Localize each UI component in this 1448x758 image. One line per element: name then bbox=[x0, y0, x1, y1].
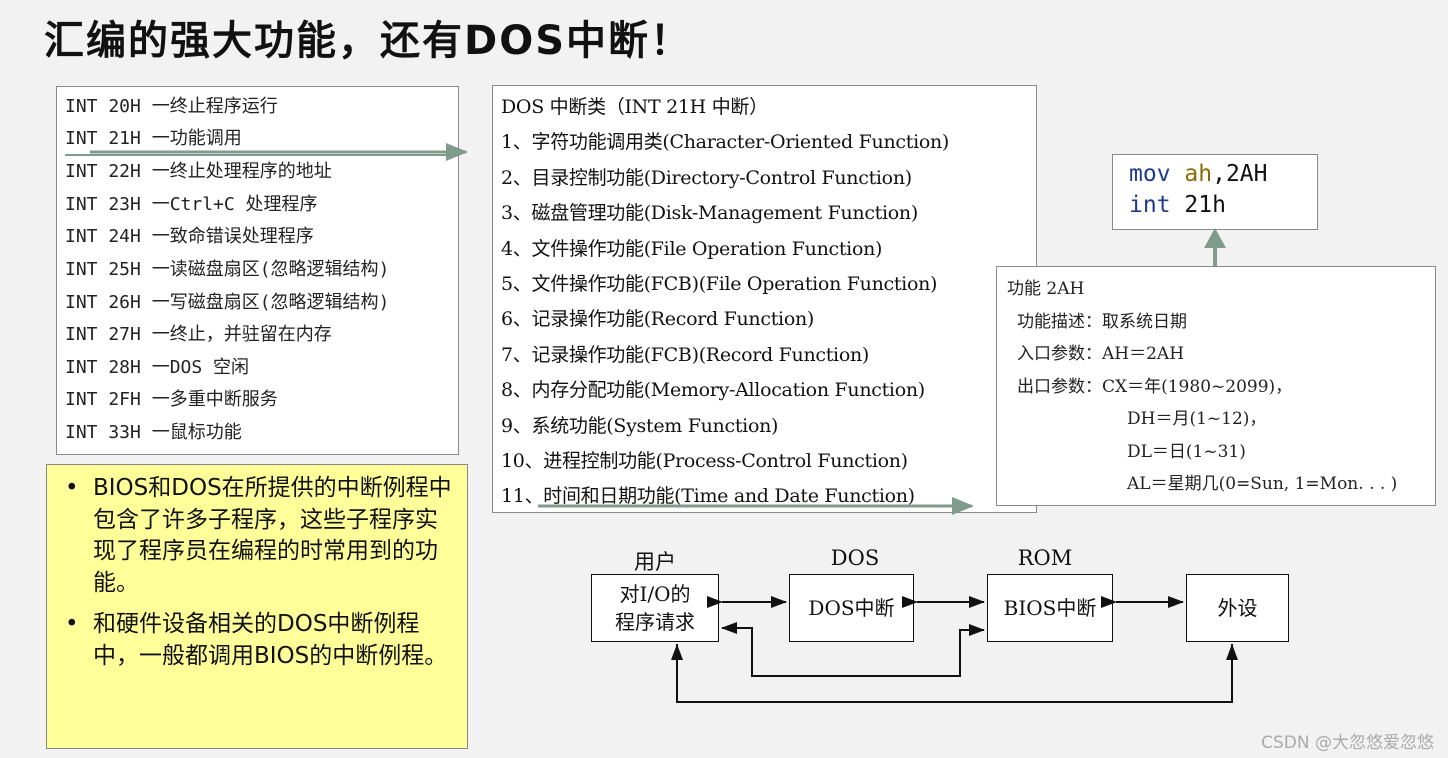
int-list-item: INT 25H 一读磁盘扇区(忽略逻辑结构) bbox=[65, 258, 390, 280]
arrow-func-to-code-head bbox=[1204, 228, 1226, 248]
int-list-item: INT 22H 一终止处理程序的地址 bbox=[65, 161, 332, 183]
flow-box-dos-interrupt: DOS中断 bbox=[789, 574, 914, 642]
flow-box-user-request: 对I/O的 程序请求 bbox=[591, 574, 719, 642]
int-list-box: INT 20H 一终止程序运行 INT 21H 一功能调用 INT 22H 一终… bbox=[56, 86, 459, 455]
dos-category-item: 9、系统功能(System Function) bbox=[501, 414, 779, 437]
code-operand: ,2AH bbox=[1212, 161, 1268, 187]
int-list-item: INT 23H 一Ctrl+C 处理程序 bbox=[65, 193, 318, 215]
dos-category-item: 4、文件操作功能(File Operation Function) bbox=[501, 237, 883, 260]
dos-category-item: 1、字符功能调用类(Character-Oriented Function) bbox=[501, 131, 950, 154]
dos-category-box: DOS 中断类（INT 21H 中断） 1、字符功能调用类(Character-… bbox=[492, 85, 1037, 513]
flow-label-user: 用户 bbox=[634, 550, 676, 574]
flow-box-device: 外设 bbox=[1186, 574, 1289, 642]
flow-path-user-device-head-right bbox=[1226, 644, 1238, 660]
int-list-item: INT 2FH 一多重中断服务 bbox=[65, 389, 278, 411]
int-list-item: INT 24H 一致命错误处理程序 bbox=[65, 226, 314, 248]
dos-category-item: 5、文件操作功能(FCB)(File Operation Function) bbox=[501, 273, 938, 296]
watermark: CSDN @大忽悠爱忽悠 bbox=[1261, 733, 1434, 753]
flow-box-bios-interrupt: BIOS中断 bbox=[987, 574, 1113, 642]
function-title: 功能 2AH bbox=[1007, 279, 1085, 299]
function-exit-params: DH＝月(1~12)， bbox=[1127, 409, 1267, 429]
int-list-item: INT 26H 一写磁盘扇区(忽略逻辑结构) bbox=[65, 291, 390, 313]
flow-path-user-device bbox=[676, 644, 1233, 703]
page-title: 汇编的强大功能，还有DOS中断！ bbox=[44, 18, 693, 64]
dos-category-item: 6、记录操作功能(Record Function) bbox=[501, 308, 815, 331]
dos-category-item: 2、目录控制功能(Directory-Control Function) bbox=[501, 166, 912, 189]
dos-category-item: 3、磁盘管理功能(Disk-Management Function) bbox=[501, 202, 918, 225]
flow-path-user-device-head-left bbox=[671, 644, 683, 660]
code-snippet-box: mov ah,2AH int 21h bbox=[1112, 154, 1318, 230]
int-list-item: INT 33H 一鼠标功能 bbox=[65, 421, 242, 443]
int-list-item: INT 27H 一终止，并驻留在内存 bbox=[65, 324, 332, 346]
code-operand: 21h bbox=[1170, 192, 1226, 218]
note-box: BIOS和DOS在所提供的中断例程中包含了许多子程序，这些子程序实现了程序员在编… bbox=[46, 464, 468, 749]
code-line: int 21h bbox=[1129, 190, 1317, 221]
function-exit-params: DL＝日(1~31) bbox=[1127, 441, 1246, 462]
flow-label-rom: ROM bbox=[1017, 546, 1073, 570]
code-keyword: mov bbox=[1129, 161, 1171, 187]
dos-category-item: 8、内存分配功能(Memory-Allocation Function) bbox=[501, 379, 925, 402]
flow-label-dos: DOS bbox=[830, 546, 880, 570]
dos-category-header: DOS 中断类（INT 21H 中断） bbox=[501, 96, 768, 118]
dos-category-item: 10、进程控制功能(Process-Control Function) bbox=[501, 450, 908, 473]
code-keyword: int bbox=[1129, 192, 1171, 218]
function-exit-params: 出口参数：CX＝年(1980~2099)， bbox=[1017, 376, 1293, 397]
int-list-item: INT 20H 一终止程序运行 bbox=[65, 96, 278, 117]
code-line: mov ah,2AH bbox=[1129, 159, 1317, 190]
function-entry-params: 入口参数：AH＝2AH bbox=[1017, 344, 1185, 364]
dos-category-item: 7、记录操作功能(FCB)(Record Function) bbox=[501, 343, 870, 366]
function-2ah-box: 功能 2AH 功能描述：取系统日期 入口参数：AH＝2AH 出口参数：CX＝年(… bbox=[996, 266, 1436, 506]
int-list-item-highlighted: INT 21H 一功能调用 bbox=[65, 124, 458, 157]
int-list-item: INT 28H 一DOS 空闲 bbox=[65, 356, 250, 378]
code-register: ah bbox=[1184, 161, 1213, 187]
note-bullet: 和硬件设备相关的DOS中断例程中，一般都调用BIOS的中断例程。 bbox=[61, 609, 459, 672]
dos-category-item: 11、时间和日期功能(Time and Date Function) bbox=[501, 485, 915, 508]
function-exit-params: AL＝星期几(0=Sun, 1=Mon. . . ) bbox=[1127, 474, 1398, 494]
note-bullet: BIOS和DOS在所提供的中断例程中包含了许多子程序，这些子程序实现了程序员在编… bbox=[61, 473, 459, 599]
function-description: 功能描述：取系统日期 bbox=[1017, 311, 1187, 332]
